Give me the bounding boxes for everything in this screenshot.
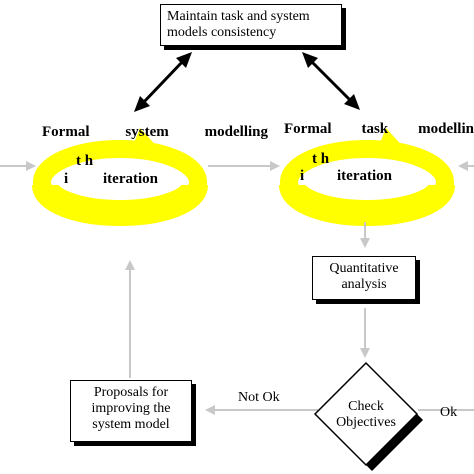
system-cycle-th: t h	[76, 153, 94, 169]
quantitative-line2: analysis	[341, 277, 387, 292]
quantitative-line1: Quantitative	[329, 261, 399, 276]
proposals-box: Proposals for improving the system model	[70, 380, 192, 442]
ok-label: Ok	[440, 405, 458, 420]
proposals-line1: Proposals for	[93, 385, 169, 400]
check-objectives-diamond	[313, 361, 423, 471]
consistency-box: Maintain task and system models consiste…	[160, 4, 342, 46]
system-title-word3: modelling	[204, 124, 268, 140]
task-title-word2: task	[361, 121, 389, 137]
task-cycle-i: i	[300, 168, 305, 184]
consistency-line1: Maintain task and system	[167, 9, 310, 24]
check-objectives-label: Check Objectives	[318, 399, 414, 431]
system-iteration-cycle	[32, 128, 208, 226]
consistency-link-left	[134, 52, 192, 112]
task-cycle-iteration: iteration	[337, 168, 392, 184]
system-cycle-title: Formal system modelling	[42, 124, 268, 141]
check-line2: Objectives	[336, 415, 396, 430]
quantitative-analysis-box: Quantitative analysis	[312, 256, 416, 300]
task-iteration-cycle	[279, 128, 455, 226]
task-title-word1: Formal	[284, 121, 332, 137]
system-cycle-iteration: iteration	[103, 171, 158, 187]
system-title-word2: system	[125, 124, 169, 140]
system-title-word1: Formal	[42, 124, 90, 140]
check-line1: Check	[348, 399, 384, 414]
consistency-line2: models consistency	[167, 25, 277, 40]
proposals-line3: system model	[92, 417, 170, 432]
not-ok-label: Not Ok	[238, 390, 280, 405]
task-title-word3: modellin	[418, 121, 474, 137]
task-cycle-th: t h	[312, 151, 330, 167]
system-cycle-i: i	[64, 171, 69, 187]
task-cycle-title: Formal task modellin	[284, 121, 474, 138]
proposals-line2: improving the	[91, 401, 171, 416]
consistency-link-right	[302, 52, 360, 110]
